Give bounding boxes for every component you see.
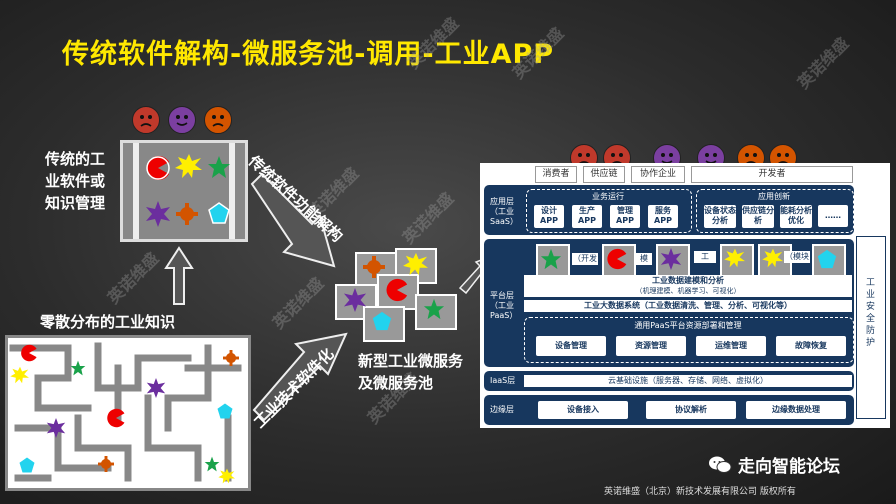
general-paas-header: 通用PaaS平台资源部署和管理 — [634, 321, 742, 330]
legacy-software-label: 传统的工业软件或知识管理 — [45, 150, 106, 212]
device-management-button[interactable]: 设备管理 — [536, 336, 606, 356]
maze-image — [5, 335, 251, 491]
data-modeling-box: 工业数据建模和分析 （机理建模、机器学习、可视化） — [524, 275, 852, 297]
resource-management-button[interactable]: 资源管理 — [616, 336, 686, 356]
sad-face-icon — [204, 106, 232, 134]
burst-icon — [403, 252, 428, 276]
operations-management-button[interactable]: 运维管理 — [696, 336, 766, 356]
more-apps-button[interactable]: …… — [818, 205, 848, 227]
gear-shape-icon — [223, 350, 239, 366]
down-right-arrow-icon — [250, 172, 336, 268]
innovation-header: 应用创新 — [758, 192, 790, 201]
security-block: 工业安全防护 — [856, 236, 886, 419]
gear-shape-icon — [98, 456, 114, 472]
wechat-account-name: 走向智能论坛 — [738, 457, 840, 477]
energy-analysis-button[interactable]: 能耗分析优化 — [780, 205, 812, 228]
fault-recovery-button[interactable]: 故障恢复 — [776, 336, 846, 356]
pacman-icon — [607, 248, 627, 270]
security-label: 工业安全防护 — [866, 278, 876, 348]
microservice-pool-label: 新型工业微服务及微服务池 — [358, 352, 464, 392]
watermark: 英诺维盛 — [268, 273, 328, 333]
purple-star-icon — [660, 248, 682, 270]
paas-layer: 平台层（工业PaaS） （开发 模 工 （模块 工业数据建模和分析 （机理建模、… — [484, 239, 854, 367]
app-layer-label: 应用层（工业SaaS） — [490, 197, 518, 226]
smile-face-icon — [168, 106, 196, 134]
purple-star-icon — [343, 288, 367, 312]
iaas-layer-label: IaaS层 — [490, 376, 516, 385]
up-arrow-icon — [164, 246, 194, 305]
paas-fragment: 模 — [636, 253, 652, 265]
pentagon-icon — [372, 311, 392, 331]
pentagon-icon — [19, 457, 35, 473]
star-icon — [70, 360, 86, 376]
gear-shape-icon — [176, 203, 198, 225]
pacman-icon — [21, 344, 37, 362]
iaas-layer: IaaS层 云基础设施（服务器、存储、网络、虚拟化） — [484, 371, 854, 391]
pacman-icon — [386, 278, 408, 302]
paas-fragment: （模块 — [784, 251, 810, 263]
business-header: 业务运行 — [592, 192, 624, 201]
burst-icon — [762, 248, 783, 268]
paas-layer-label: 平台层（工业PaaS） — [490, 291, 518, 320]
watermark: 英诺维盛 — [793, 33, 853, 93]
purple-star-icon — [146, 378, 166, 398]
legacy-software-box — [120, 140, 248, 242]
edge-layer: 边缘层 设备接入 协议解析 边缘数据处理 — [484, 395, 854, 425]
burst-icon — [724, 248, 745, 268]
wechat-badge: 走向智能论坛 — [708, 452, 840, 477]
burst-icon — [218, 468, 235, 484]
data-modeling-sub: （机理建模、机器学习、可视化） — [635, 287, 741, 295]
copyright-text: 英诺维盛（北京）新技术发展有限公司 版权所有 — [604, 487, 796, 497]
star-icon — [423, 298, 445, 320]
service-app-button[interactable]: 服务APP — [648, 205, 678, 228]
purple-star-icon — [46, 418, 66, 438]
burst-icon — [10, 366, 29, 384]
watermark: 英诺维盛 — [103, 248, 163, 308]
tab-consumer: 消费者 — [535, 166, 577, 183]
wechat-icon — [709, 456, 732, 473]
star-icon — [540, 248, 562, 270]
pacman-icon — [146, 156, 170, 180]
big-data-system-box: 工业大数据系统（工业数据清洗、管理、分析、可视化等） — [524, 300, 852, 312]
purple-star-icon — [146, 201, 170, 227]
watermark: 英诺维盛 — [398, 188, 458, 248]
star-icon — [204, 456, 220, 472]
tab-developer: 开发者 — [691, 166, 853, 183]
pentagon-icon — [217, 403, 233, 419]
design-app-button[interactable]: 设计APP — [534, 205, 564, 228]
pentagon-icon — [208, 202, 230, 224]
page-title: 传统软件解构-微服务池-调用-工业APP — [62, 39, 555, 70]
tab-partner: 协作企业 — [631, 166, 685, 183]
pentagon-icon — [817, 249, 837, 269]
paas-fragment: 工 — [694, 251, 716, 263]
device-access-button[interactable]: 设备接入 — [538, 401, 628, 419]
scattered-knowledge-label: 零散分布的工业知识 — [40, 313, 176, 331]
burst-icon — [175, 154, 202, 178]
microservice-pool — [335, 248, 465, 343]
cloud-infrastructure-box: 云基础设施（服务器、存储、网络、虚拟化） — [524, 375, 852, 387]
app-layer: 应用层（工业SaaS） 业务运行 应用创新 设计APP 生产APP 管理APP … — [484, 185, 854, 235]
pacman-icon — [107, 408, 125, 428]
management-app-button[interactable]: 管理APP — [610, 205, 640, 228]
star-icon — [208, 156, 230, 178]
tab-supply-chain: 供应链 — [583, 166, 625, 183]
angry-face-icon — [132, 106, 160, 134]
paas-fragment: （开发 — [572, 253, 598, 265]
protocol-parsing-button[interactable]: 协议解析 — [646, 401, 736, 419]
gear-shape-icon — [363, 256, 385, 278]
supply-chain-analysis-button[interactable]: 供应链分析 — [742, 205, 774, 228]
edge-layer-label: 边缘层 — [490, 405, 514, 414]
edge-data-processing-button[interactable]: 边缘数据处理 — [746, 401, 846, 419]
data-modeling-title: 工业数据建模和分析 — [652, 276, 724, 285]
equipment-analysis-button[interactable]: 设备状态分析 — [704, 205, 736, 228]
industrial-platform-diagram: 消费者 供应链 协作企业 开发者 应用层（工业SaaS） 业务运行 应用创新 设… — [480, 163, 890, 428]
production-app-button[interactable]: 生产APP — [572, 205, 602, 228]
up-right-arrow-icon — [252, 332, 348, 422]
